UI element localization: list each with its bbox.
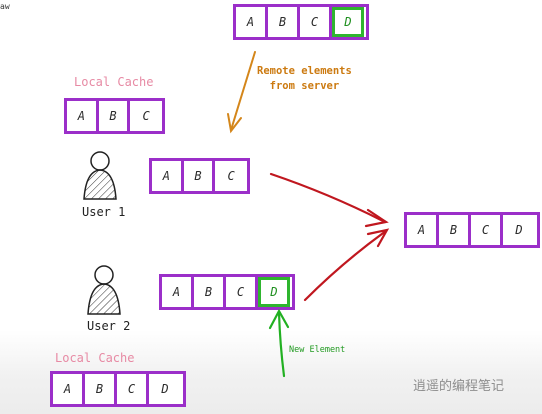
local-cache-bottom-cell: A <box>53 374 85 404</box>
local-cache-top-cell: C <box>142 109 150 123</box>
user1-icon <box>83 151 117 200</box>
local-cache-bottom-cell: D <box>161 382 169 396</box>
server-cell: A <box>236 7 268 37</box>
user2-cell: D <box>258 277 290 307</box>
new-element-label: New Element <box>289 345 346 355</box>
watermark: 逍遥的编程笔记 <box>413 379 505 394</box>
local-cache-top-cell: B <box>99 101 131 131</box>
user2-cell: B <box>194 277 226 307</box>
local-cache-top-cell: A <box>67 101 99 131</box>
user1-cell: B <box>184 161 216 191</box>
merged-cell: B <box>439 215 471 245</box>
local-cache-bottom-cell: C <box>117 374 149 404</box>
user1-cell: C <box>227 169 235 183</box>
local-cache-top-label: Local Cache <box>74 75 154 89</box>
server-cell: B <box>268 7 300 37</box>
user2-merge-arrow <box>303 228 390 302</box>
merged-cell: C <box>471 215 503 245</box>
user2-icon <box>87 265 121 315</box>
remote-label-line-2: from server <box>269 80 340 92</box>
user2-label: User 2 <box>87 319 131 333</box>
local-cache-bottom-label: Local Cache <box>55 351 135 365</box>
user1-merge-arrow <box>269 172 389 228</box>
remote-label-line-1: Remote elements <box>257 65 352 77</box>
local-cache-bottom-cell: B <box>85 374 117 404</box>
user2-cell: A <box>162 277 194 307</box>
new-element-arrow <box>268 308 290 378</box>
server-cell: D <box>332 7 364 37</box>
user1-label: User 1 <box>82 205 126 219</box>
user1-cell: A <box>152 161 184 191</box>
merged-cell: D <box>515 223 523 237</box>
merged-cell: A <box>407 215 439 245</box>
server-arrow <box>227 51 256 134</box>
user2-cell: C <box>226 277 258 307</box>
server-cell: C <box>300 7 332 37</box>
remote-elements-label: Remote elements from server <box>257 64 352 94</box>
corner-text: aw <box>0 2 10 11</box>
